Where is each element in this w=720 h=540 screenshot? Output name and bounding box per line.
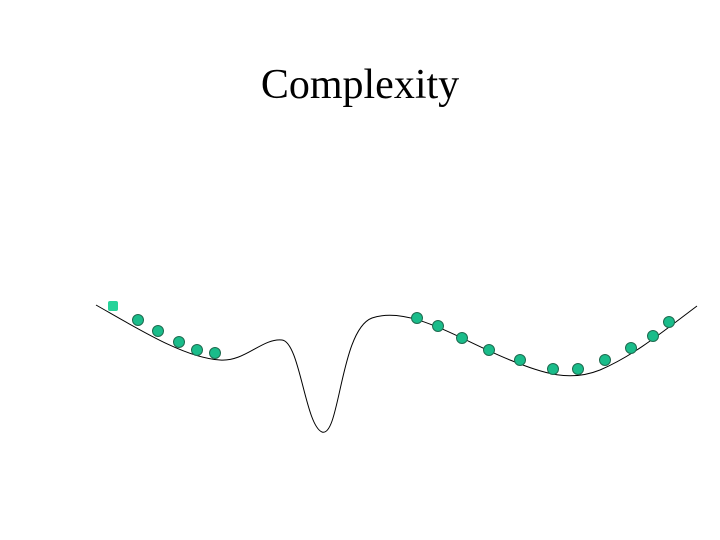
sample-point [132,314,144,326]
sample-point [209,347,221,359]
slide-title: Complexity [260,62,460,108]
sample-points [108,301,675,375]
sample-point [625,342,637,354]
sample-point [514,354,526,366]
sample-point [152,325,164,337]
sample-point [647,330,659,342]
sample-point-start [108,301,118,311]
fitted-curve [95,304,698,433]
sample-point [572,363,584,375]
sample-point [411,312,423,324]
sample-point [191,344,203,356]
sample-point [456,332,468,344]
sample-point [483,344,495,356]
sample-point [547,363,559,375]
sample-point [599,354,611,366]
sample-point [432,320,444,332]
sample-point [173,336,185,348]
sample-point [663,316,675,328]
